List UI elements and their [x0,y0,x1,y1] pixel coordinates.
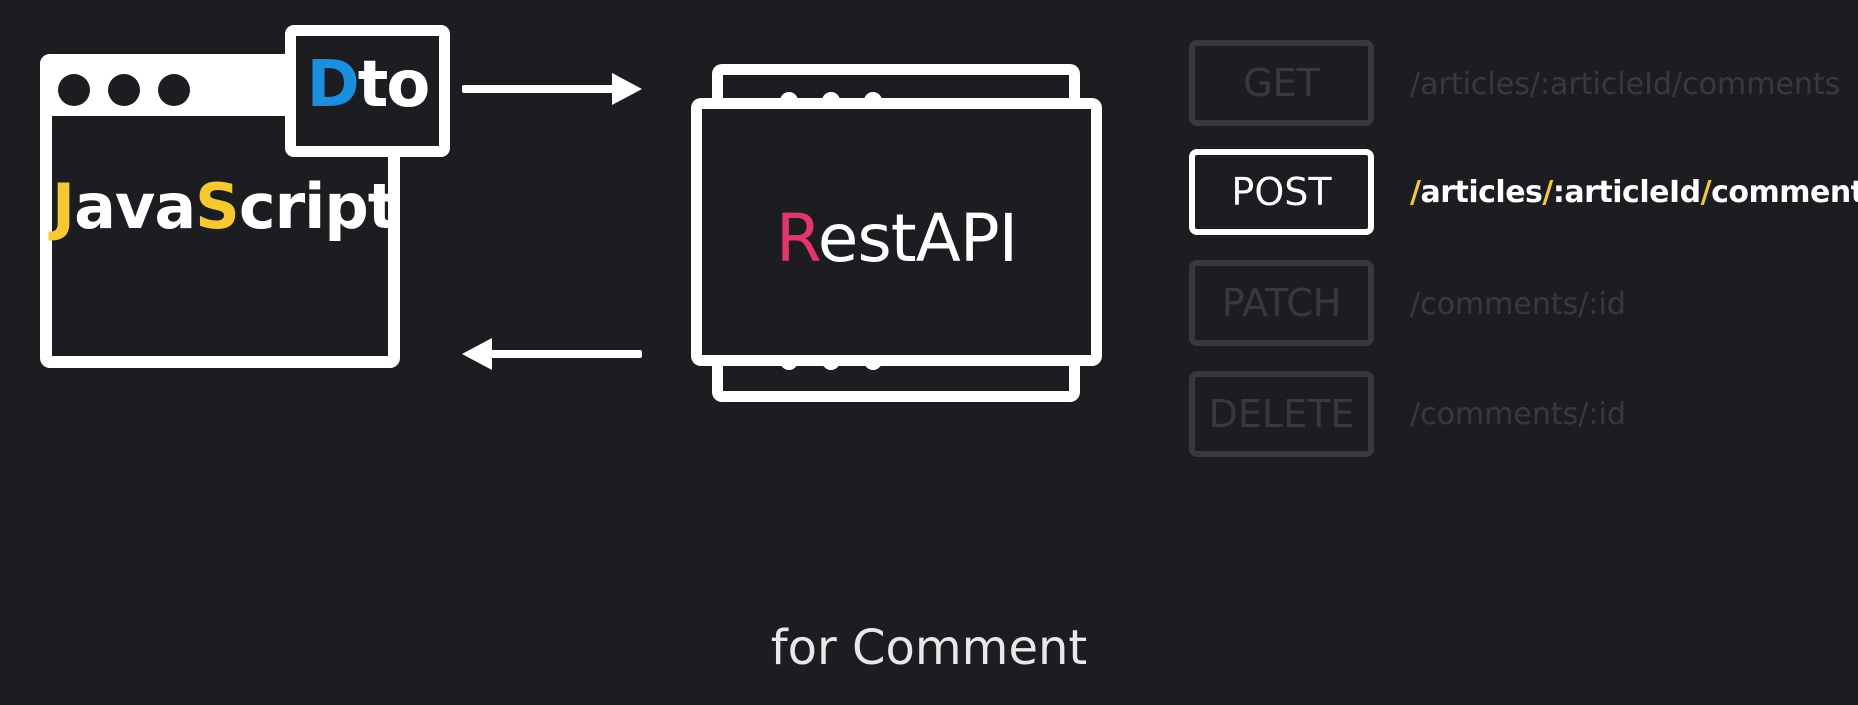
caption: for Comment [770,620,1088,676]
path-patch: /comments/:id [1410,287,1626,322]
restapi-label-rest: estAPI [817,200,1018,277]
dto-label-d: D [306,48,360,122]
javascript-label-cript: cript [238,170,398,243]
request-arrow-line [462,85,622,93]
path-delete: /comments/:id [1410,397,1626,432]
path-post-segment: :articleId [1552,175,1701,210]
javascript-label-ava: ava [74,170,196,243]
method-get: GET [1189,40,1374,126]
window-dot-icon [108,74,140,106]
restapi-label-r: R [775,200,819,277]
path-post-segment: articles [1420,175,1543,210]
dto-label-to: to [357,48,431,122]
javascript-label-s: S [195,170,240,243]
dto-label: Dto [296,48,439,122]
method-post: POST [1189,149,1374,235]
method-patch-label: PATCH [1221,281,1342,325]
dto-tag [285,25,450,157]
javascript-label: JavaScript [52,170,397,243]
path-post-segment: comments [1711,175,1858,210]
path-post-slash: / [1410,175,1421,210]
response-arrow-line [486,350,642,358]
method-delete: DELETE [1189,371,1374,457]
path-post-slash: / [1700,175,1712,210]
method-get-label: GET [1243,61,1320,105]
method-patch: PATCH [1189,260,1374,346]
restapi-front-window [691,98,1102,366]
javascript-label-j: J [52,170,75,243]
arrow-right-icon [612,73,642,105]
method-post-label: POST [1231,170,1332,214]
method-delete-label: DELETE [1208,392,1355,436]
window-dot-icon [158,74,190,106]
window-dot-icon [58,74,90,106]
path-post: /articles/:articleId/comments [1410,178,1858,208]
path-post-slash: / [1542,175,1553,210]
arrow-left-icon [462,338,492,370]
path-get: /articles/:articleId/comments [1410,67,1841,102]
restapi-label: RestAPI [702,200,1091,277]
